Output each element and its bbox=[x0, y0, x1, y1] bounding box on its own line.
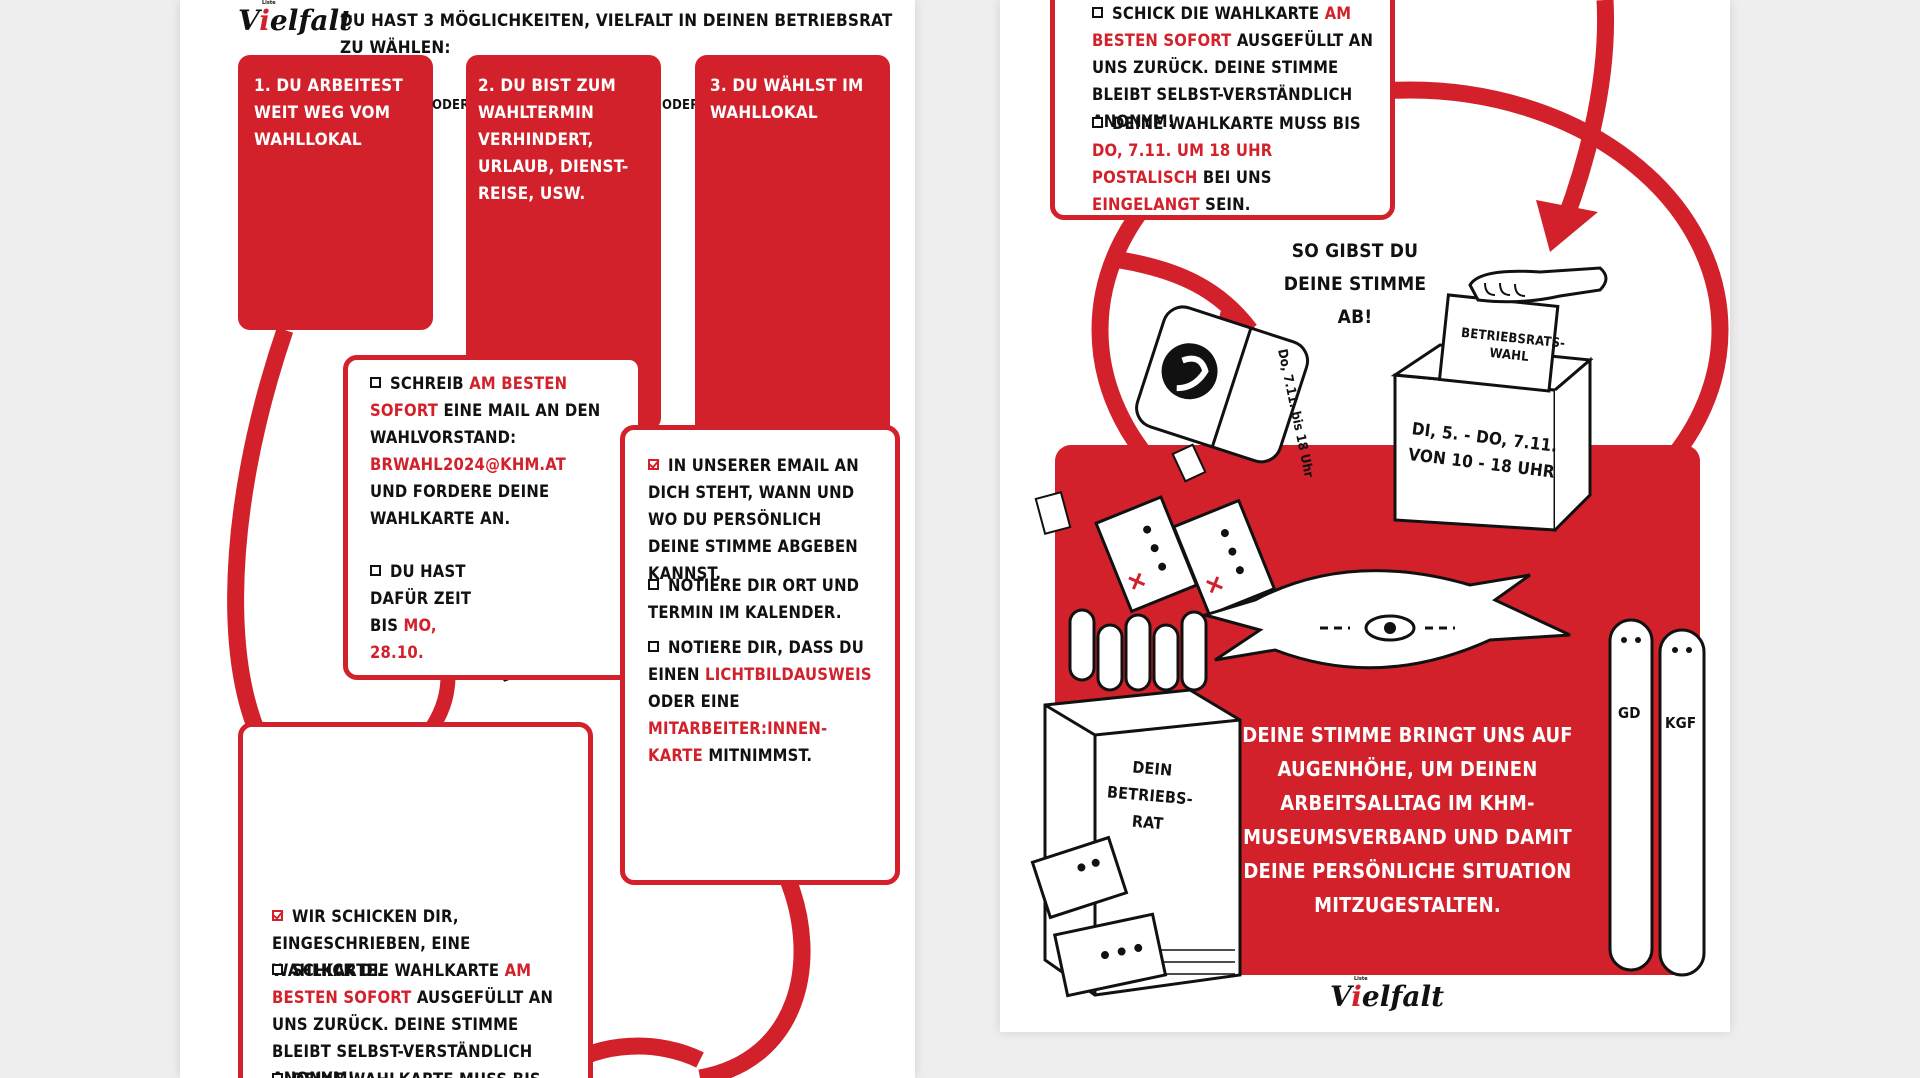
ballot-document-icon bbox=[1052, 912, 1168, 998]
checkbox-icon bbox=[648, 641, 659, 652]
vielfalt-logo-footer: Liste Vielfalt bbox=[1330, 976, 1445, 1013]
vote-heading: So gibst du deine Stimme ab! bbox=[1283, 240, 1427, 328]
inperson-item-1: In unserer Email an dich steht, wann und… bbox=[648, 456, 859, 583]
poster-right: Do, 7.11. bis 18 Uhr bbox=[1000, 0, 1730, 1032]
stack-label: Dein Betriebs-rat bbox=[1106, 757, 1194, 834]
request-item-2: Du hast dafür Zeit bis Mo, 28.10. bbox=[370, 562, 472, 662]
checkbox-icon bbox=[1092, 7, 1103, 18]
tall-figures-icon bbox=[1608, 618, 1706, 977]
return-item-1: Schick die Wahlkarte am besten sofort au… bbox=[1092, 4, 1374, 131]
small-ballot-icon bbox=[1034, 491, 1072, 535]
or-label-1: oder bbox=[432, 98, 470, 113]
option-card-3 bbox=[695, 55, 890, 440]
crowd-icon bbox=[1068, 608, 1208, 692]
option-card-1 bbox=[238, 55, 433, 330]
checkbox-icon bbox=[648, 579, 659, 590]
headline: Du hast 3 Möglichkeiten, Vielfalt in dei… bbox=[340, 11, 893, 58]
paper-stack-icon bbox=[1043, 688, 1242, 997]
inperson-item-2: Notiere dir Ort und Termin im Kalender. bbox=[648, 576, 860, 622]
mail-item-2: Schick die Wahlkarte am besten sofort au… bbox=[272, 961, 554, 1078]
message-text: Deine Stimme bringt uns auf Augenhöhe, u… bbox=[1242, 723, 1573, 917]
checkbox-checked-icon bbox=[272, 910, 283, 921]
option-1-text: 1. Du arbeitest weit weg vom Wahllokal bbox=[254, 76, 403, 150]
hand-icon bbox=[1468, 266, 1608, 304]
checkbox-checked-icon bbox=[648, 459, 659, 470]
logo-text: Vielfalt bbox=[238, 4, 353, 37]
ballot-document-icon bbox=[1030, 835, 1129, 920]
urn-label: Di, 5. - Do, 7.11.von 10 - 18 Uhr bbox=[1406, 419, 1559, 483]
small-ballot-icon bbox=[1171, 443, 1207, 483]
option-3-text: 3. Du wählst im Wahllokal bbox=[710, 76, 864, 123]
request-item-1: Schreib am besten sofort eine Mail an de… bbox=[370, 374, 601, 528]
request-box bbox=[343, 355, 643, 680]
mail-item-3: Deine Wahlkarte muss bis bbox=[272, 1066, 572, 1078]
mail-item-1: Wir schicken dir, eingeschrieben, eine W… bbox=[272, 907, 471, 980]
return-box bbox=[1050, 0, 1395, 220]
logo-text: Vielfalt bbox=[1330, 980, 1445, 1013]
ballot-document-icon bbox=[1094, 495, 1199, 614]
inperson-item-3: Notiere dir, dass du einen Lichtbildausw… bbox=[648, 638, 872, 765]
postbox-label: Do, 7.11. bis 18 Uhr bbox=[1274, 348, 1316, 479]
figure-label-kgf: KGF bbox=[1665, 714, 1697, 732]
checkbox-icon bbox=[272, 1073, 283, 1078]
arrow-head-icon bbox=[1536, 200, 1598, 252]
checkbox-icon bbox=[370, 377, 381, 388]
return-item-2: Deine Wahlkarte muss bis Do, 7.11. um 18… bbox=[1092, 114, 1361, 214]
ballot-document-icon bbox=[1171, 498, 1277, 617]
mail-box bbox=[238, 722, 593, 1078]
checkbox-icon bbox=[1092, 117, 1103, 128]
inperson-box bbox=[620, 425, 900, 885]
vielfalt-logo: Liste Vielfalt bbox=[238, 0, 353, 37]
or-label-2: oder bbox=[662, 98, 700, 113]
option-2-text: 2. Du bist zum Wahltermin verhindert, Ur… bbox=[478, 76, 629, 204]
checkbox-icon bbox=[272, 964, 283, 975]
poster-left: @ Waal! Vielfalt bbox=[180, 0, 915, 1078]
email-link[interactable]: brwahl2024@khm.at bbox=[370, 455, 566, 474]
ballot-label: Betriebsrats-wahl bbox=[1460, 325, 1566, 365]
figure-label-gd: GD bbox=[1618, 704, 1641, 722]
eye-speech-bubble-icon bbox=[1199, 569, 1571, 670]
checkbox-icon bbox=[370, 565, 381, 576]
